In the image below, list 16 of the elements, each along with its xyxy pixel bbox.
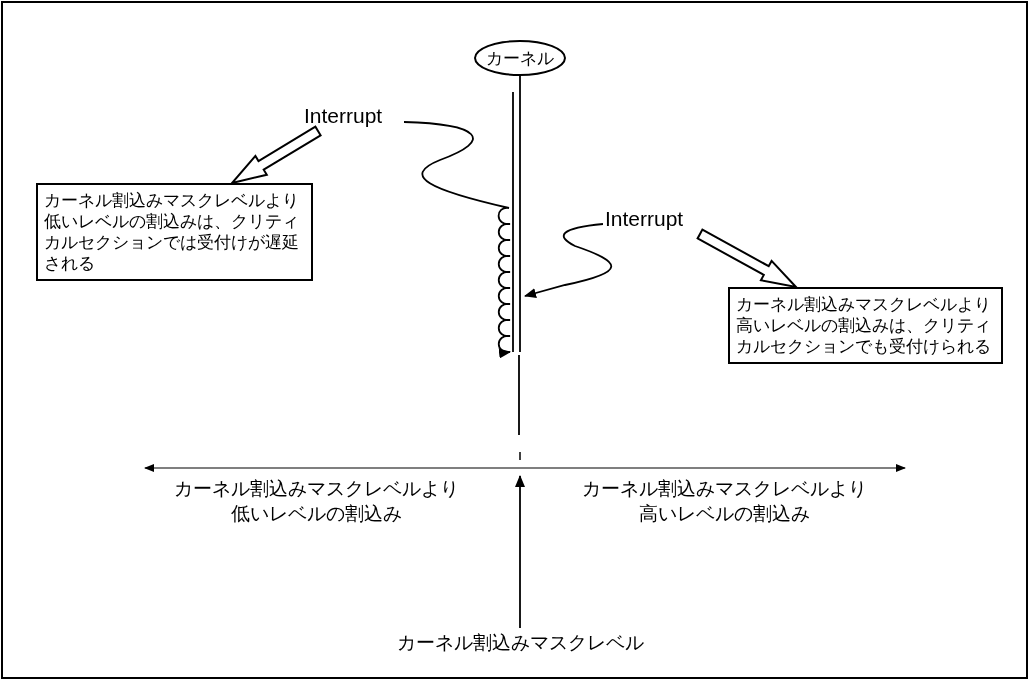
note-box: カーネル割込みマスクレベルより高いレベルの割込みは、クリティカルセクションでも受付けられる [728,287,1003,364]
connector-line [519,75,521,93]
arrow [524,223,613,298]
note-box: カーネル割込みマスクレベルより低いレベルの割込みは、クリティカルセクションでは受付けが遅延される [36,183,313,281]
scale-axis [143,462,907,474]
block-arrow [696,228,799,289]
arrow [403,121,511,358]
interrupt-label: Interrupt [304,104,404,128]
mask-level-label: カーネル割込みマスクレベル [370,630,670,658]
ellipse-node: カーネル [474,40,566,76]
scale-label: カーネル割込みマスクレベルより高いレベルの割込み [574,476,874,530]
block-arrow [229,125,322,185]
interrupt-label: Interrupt [605,207,705,231]
scale-label: カーネル割込みマスクレベルより低いレベルの割込み [166,476,466,530]
kernel-timeline [510,92,524,436]
arrow [515,475,525,629]
